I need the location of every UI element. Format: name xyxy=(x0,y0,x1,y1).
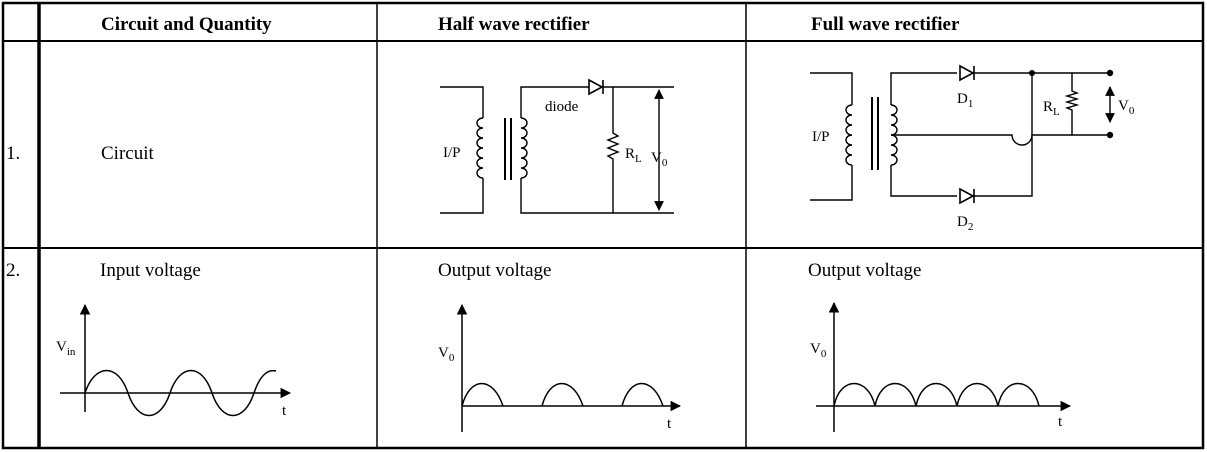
half-resistor-label: RL xyxy=(625,146,642,165)
half-rectified-pulses xyxy=(461,382,664,407)
row-1-quantity: Circuit xyxy=(101,143,154,164)
half-wave-circuit xyxy=(440,78,674,214)
row-2-quantity: Input voltage xyxy=(100,260,201,281)
header-full-wave: Full wave rectifier xyxy=(811,14,960,35)
input-graph-xlabel: t xyxy=(282,403,287,419)
half-output-graph xyxy=(456,303,682,432)
input-sine-wave xyxy=(84,369,277,417)
fw-primary-coil xyxy=(845,104,853,166)
fw-upper-wire xyxy=(890,72,1110,105)
fw-load-resistor xyxy=(1064,73,1110,136)
row-2-number: 2. xyxy=(6,260,21,281)
full-wave-circuit xyxy=(810,64,1115,205)
fw-d1-symbol xyxy=(959,64,975,82)
fw-center-tap-wire xyxy=(891,134,1072,146)
fw-d2-symbol xyxy=(959,187,975,205)
row-2-half-label: Output voltage xyxy=(438,260,552,281)
full-resistor-label: RL xyxy=(1043,99,1060,118)
diode-label: diode xyxy=(545,99,579,115)
row-1-number: 1. xyxy=(6,143,21,164)
primary-coil xyxy=(476,117,484,179)
half-input-label: I/P xyxy=(443,145,461,161)
full-graph-ylabel: V0 xyxy=(810,341,827,360)
half-graph-xlabel: t xyxy=(667,416,672,432)
d1-label: D1 xyxy=(957,91,973,110)
full-graph-xlabel: t xyxy=(1058,414,1063,430)
header-circuit-quantity: Circuit and Quantity xyxy=(101,14,272,35)
fw-primary-wires xyxy=(810,72,853,201)
full-input-label: I/P xyxy=(812,129,830,145)
full-output-label: V0 xyxy=(1118,98,1135,117)
full-output-graph xyxy=(816,301,1072,432)
row-2-full-label: Output voltage xyxy=(808,260,922,281)
primary-wires xyxy=(440,86,484,214)
full-rectified-pulses xyxy=(833,382,1040,407)
d2-label: D2 xyxy=(957,214,973,233)
secondary-coil xyxy=(520,117,528,179)
fw-lower-wire xyxy=(890,73,1033,197)
half-graph-ylabel: V0 xyxy=(438,345,455,364)
input-graph-ylabel: Vin xyxy=(56,339,76,358)
load-resistor xyxy=(606,87,620,213)
secondary-wires xyxy=(520,86,674,214)
half-output-label: V0 xyxy=(651,150,668,169)
header-half-wave: Half wave rectifier xyxy=(438,14,590,35)
diode-symbol xyxy=(588,78,604,96)
input-voltage-graph xyxy=(60,303,292,417)
